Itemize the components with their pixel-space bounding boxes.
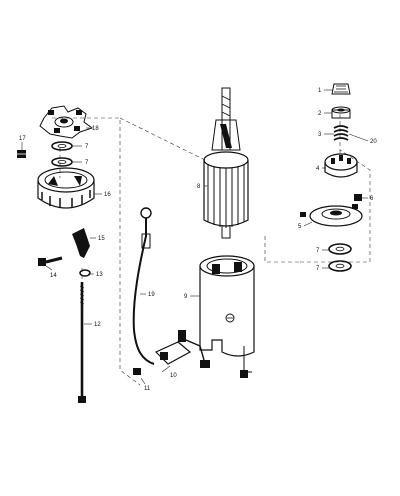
brush-15 (72, 228, 90, 258)
callout-6: 6 (370, 196, 374, 202)
callout-16: 16 (104, 192, 111, 198)
callout-3: 3 (318, 132, 322, 138)
callout-7-lower-right: 7 (316, 266, 320, 272)
screw-11 (133, 368, 141, 375)
callout-labels: 1 2 3 4 5 6 7 7 7 7 8 9 10 11 12 13 14 1… (19, 88, 377, 392)
callout-9: 9 (184, 294, 188, 300)
drive-end-cap-5 (300, 204, 363, 227)
callout-10: 10 (170, 373, 177, 379)
callout-5: 5 (298, 224, 302, 230)
washer-left-upper (51, 141, 73, 151)
callout-8: 8 (197, 184, 201, 190)
lead-wire-19 (132, 207, 155, 365)
brush-end-plate (39, 105, 94, 139)
callout-15: 15 (98, 236, 105, 242)
through-bolt-12 (78, 282, 86, 403)
washer-right-lower (328, 260, 352, 272)
washer-right-upper (328, 243, 352, 255)
callout-2: 2 (318, 111, 322, 117)
callout-14: 14 (50, 273, 57, 279)
brush-holder-10 (154, 330, 210, 368)
callout-20: 20 (370, 139, 377, 145)
motor-frame-9 (199, 255, 255, 378)
callout-1: 1 (318, 88, 322, 94)
nut-17 (17, 150, 26, 158)
callout-7-upper-left: 7 (85, 144, 89, 150)
washer-13 (79, 269, 91, 277)
spring-3 (333, 125, 349, 141)
pinion-cap-1 (331, 83, 351, 95)
callout-19: 19 (148, 292, 155, 298)
assembly-guide-lines (52, 110, 371, 386)
screw-14 (38, 256, 63, 266)
drive-gear-4 (324, 153, 358, 178)
nut-2 (331, 106, 351, 119)
callout-11: 11 (144, 386, 151, 392)
callout-12: 12 (94, 322, 101, 328)
callout-18: 18 (92, 126, 99, 132)
callout-17: 17 (19, 136, 26, 142)
callout-7-lower-left: 7 (85, 160, 89, 166)
callout-13: 13 (96, 272, 103, 278)
leader-lines (21, 89, 369, 385)
armature-8 (203, 87, 249, 239)
field-housing-16 (37, 167, 95, 209)
nut-6 (354, 194, 362, 201)
washer-left-lower (51, 157, 73, 167)
callout-4: 4 (316, 166, 320, 172)
callout-7-upper-right: 7 (316, 248, 320, 254)
